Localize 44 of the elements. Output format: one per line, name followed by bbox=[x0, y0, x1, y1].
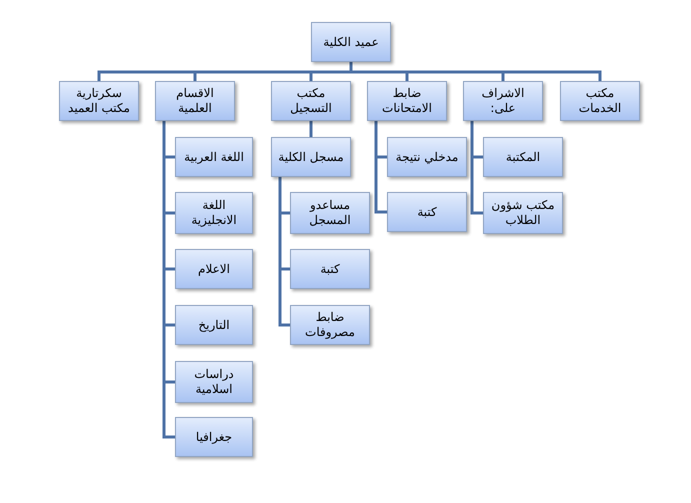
org-box bbox=[155, 81, 235, 121]
org-box bbox=[387, 137, 467, 177]
connector-line bbox=[310, 121, 312, 137]
box-label: التاريخ bbox=[198, 318, 230, 332]
box-label: كتبة bbox=[417, 204, 437, 220]
org-box bbox=[483, 192, 563, 234]
org-box bbox=[175, 192, 253, 234]
org-box bbox=[271, 81, 351, 121]
org-box bbox=[175, 137, 253, 177]
org-box bbox=[311, 22, 391, 62]
org-box bbox=[175, 249, 253, 289]
box-label: اللغة العربية bbox=[184, 150, 244, 164]
org-box bbox=[387, 192, 467, 232]
org-box bbox=[560, 81, 640, 121]
org-box bbox=[463, 81, 543, 121]
box-label: مكتب التسجيل bbox=[289, 86, 333, 116]
box-label: اللغة الانجليزية bbox=[190, 198, 238, 228]
org-box bbox=[175, 361, 253, 403]
org-box bbox=[59, 81, 139, 121]
box-label: ضابط الامتحانات bbox=[381, 86, 433, 116]
box-label: المكتبة bbox=[506, 150, 540, 164]
org-box bbox=[367, 81, 447, 121]
box-label: مكتب شؤون الطلاب bbox=[490, 198, 556, 228]
org-box bbox=[290, 305, 370, 345]
box-label: مدخلي نتيجة bbox=[396, 150, 458, 164]
box-label: سكرتارية مكتب العميد bbox=[67, 86, 131, 116]
box-label: الاعلام bbox=[198, 262, 230, 276]
box-label: كتبة bbox=[320, 262, 340, 276]
box-label: الاقسام العلمية bbox=[175, 86, 215, 116]
box-label: مسجل الكلية bbox=[278, 150, 344, 164]
box-label: الاشراف على: bbox=[480, 86, 526, 116]
org-box bbox=[175, 417, 253, 457]
connector-line bbox=[162, 121, 175, 438]
org-box bbox=[271, 137, 351, 177]
box-label: ضابط مصروفات bbox=[304, 310, 356, 340]
org-box bbox=[290, 192, 370, 234]
org-box bbox=[290, 249, 370, 289]
org-box bbox=[483, 137, 563, 177]
box-label: مساعدو المسجل bbox=[308, 198, 352, 228]
box-label: دراسات اسلامية bbox=[193, 367, 235, 397]
box-label: عميد الكلية bbox=[323, 34, 379, 50]
box-label: جغرافيا bbox=[196, 430, 232, 444]
box-label: مكتب الخدمات bbox=[578, 86, 622, 116]
org-box bbox=[175, 305, 253, 345]
